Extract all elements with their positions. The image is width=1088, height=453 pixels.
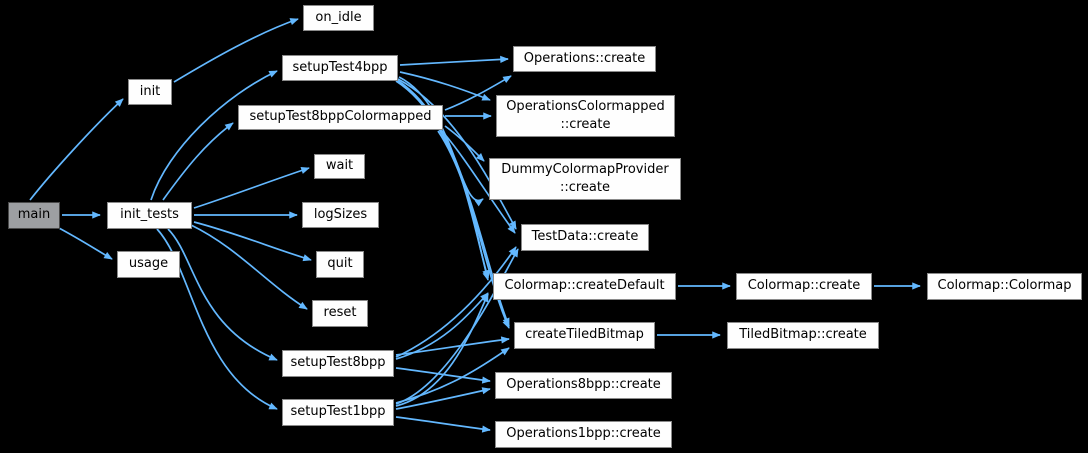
- node-usage[interactable]: usage: [117, 251, 180, 278]
- node-dummycolormapprovider-create[interactable]: DummyColormapProvider ::create: [489, 158, 681, 200]
- node-colormap-colormap[interactable]: Colormap::Colormap: [927, 273, 1082, 300]
- edge-setupTest8bpp-TestData-create: [395, 246, 517, 358]
- node-operations8bpp-create[interactable]: Operations8bpp::create: [495, 372, 672, 399]
- edge-init_tests-quit: [193, 221, 312, 262]
- node-setuptest4bpp[interactable]: setupTest4bpp: [282, 55, 398, 81]
- edge-main-init: [29, 98, 124, 201]
- edge-init_tests-setupTest8bpp: [167, 228, 278, 361]
- edge-setupTest8bppColormapped-TestData-create: [441, 130, 516, 234]
- edge-setupTest8bpp-Colormap-createDefault: [395, 292, 489, 360]
- node-reset[interactable]: reset: [312, 300, 368, 327]
- node-setuptest1bpp[interactable]: setupTest1bpp: [282, 399, 394, 426]
- node-operationscolormapped-create[interactable]: OperationsColormapped ::create: [496, 95, 675, 137]
- edge-setupTest8bpp-createTiledBitmap: [395, 336, 510, 356]
- node-operations-create[interactable]: Operations::create: [513, 46, 656, 72]
- node-wait[interactable]: wait: [314, 154, 365, 179]
- edge-setupTest1bpp-Operations8bpp-create: [395, 387, 491, 410]
- node-operations1bpp-create[interactable]: Operations1bpp::create: [495, 421, 672, 448]
- node-main[interactable]: main: [8, 202, 60, 229]
- edge-setupTest8bppColormapped-createTiledBitmap: [437, 130, 510, 329]
- node-colormap-create[interactable]: Colormap::create: [736, 273, 872, 300]
- edge-init-on_idle: [173, 18, 299, 83]
- edge-setupTest1bpp-TestData-create: [395, 248, 519, 405]
- node-on-idle[interactable]: on_idle: [303, 5, 374, 31]
- edge-init_tests-setupTest8bppColormapped: [162, 122, 234, 201]
- node-colormap-createdefault[interactable]: Colormap::createDefault: [493, 273, 676, 300]
- edge-setupTest4bpp-Operations-create: [399, 55, 509, 66]
- edge-setupTest8bppColormapped-Colormap-createDefault: [439, 130, 490, 281]
- node-init-tests[interactable]: init_tests: [107, 202, 192, 229]
- node-init[interactable]: init: [128, 79, 172, 105]
- edge-setupTest1bpp-Colormap-createDefault: [395, 293, 489, 407]
- edge-setupTest8bppColormapped-DummyColormapProvider-create: [444, 125, 485, 162]
- edge-setupTest1bpp-createTiledBitmap: [395, 347, 510, 404]
- edge-init_tests-setupTest1bpp: [156, 228, 278, 410]
- node-logsizes[interactable]: logSizes: [302, 202, 379, 228]
- edge-init_tests-setupTest4bpp: [150, 70, 278, 201]
- node-setuptest8bpp[interactable]: setupTest8bpp: [282, 350, 394, 377]
- edge-main-usage: [56, 226, 113, 260]
- node-tiledbitmap-create[interactable]: TiledBitmap::create: [727, 322, 879, 349]
- edge-setupTest1bpp-Operations1bpp-create: [395, 416, 491, 433]
- node-testdata-create[interactable]: TestData::create: [521, 224, 649, 251]
- node-createtiledbitmap[interactable]: createTiledBitmap: [514, 322, 655, 349]
- node-setuptest8bppcolormapped[interactable]: setupTest8bppColormapped: [238, 105, 443, 130]
- node-quit[interactable]: quit: [316, 251, 364, 278]
- edge-setupTest4bpp-OperationsColormapped-create: [399, 71, 491, 101]
- edge-setupTest8bppColormapped-Operations-create: [444, 75, 512, 111]
- edge-init_tests-wait: [193, 167, 310, 209]
- edge-setupTest4bpp-DummyColormapProvider-create: [398, 76, 484, 207]
- edge-init_tests-reset: [190, 224, 308, 310]
